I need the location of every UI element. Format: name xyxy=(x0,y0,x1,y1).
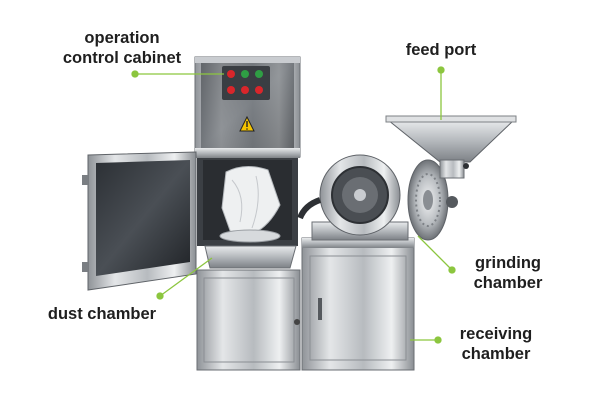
dust-tray xyxy=(204,245,297,269)
label-line: dust chamber xyxy=(47,305,157,323)
red-button xyxy=(241,86,249,94)
leader-line-dust-chamber xyxy=(159,257,213,297)
green-button xyxy=(255,70,263,78)
receiving-chamber-cabinet xyxy=(301,237,415,371)
label-feed-port: feed port xyxy=(395,40,487,60)
label-line: chamber xyxy=(473,274,543,292)
label-line: receiving xyxy=(459,325,533,343)
grinding-disc xyxy=(407,159,458,241)
filter-bag xyxy=(219,166,281,243)
label-line: chamber xyxy=(461,345,531,363)
leader-line-grinding-chamber xyxy=(417,235,453,271)
leader-lines xyxy=(131,66,456,344)
grinder-head xyxy=(297,154,409,241)
label-dust-chamber: dust chamber xyxy=(32,304,172,324)
open-door xyxy=(82,151,197,291)
label-grinding-chamber: grinding chamber xyxy=(460,253,556,293)
label-operation-control-cabinet: operation control cabinet xyxy=(38,28,206,68)
red-button xyxy=(227,86,235,94)
label-line: feed port xyxy=(405,41,477,59)
control-panel xyxy=(222,66,270,100)
red-button xyxy=(227,70,235,78)
feed-hopper xyxy=(385,115,517,179)
label-line: control cabinet xyxy=(62,49,182,67)
label-receiving-chamber: receiving chamber xyxy=(446,324,546,364)
label-line: operation xyxy=(84,29,160,47)
label-line: grinding xyxy=(475,254,541,272)
green-button xyxy=(241,70,249,78)
red-button xyxy=(255,86,263,94)
dust-collector-body xyxy=(82,56,301,371)
